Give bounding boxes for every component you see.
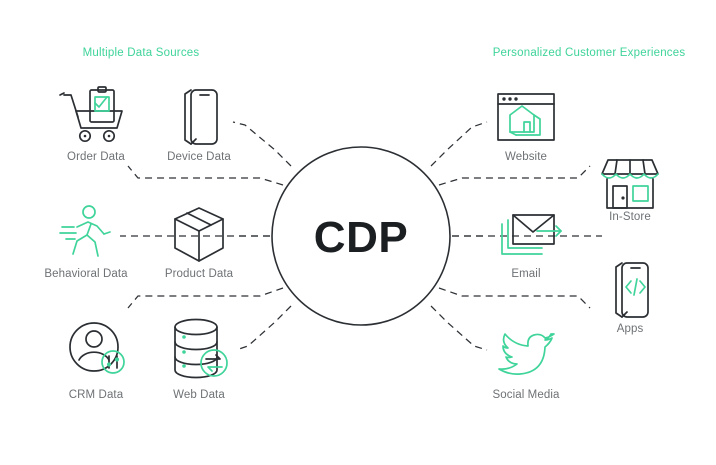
node-apps[interactable]: Apps	[615, 262, 649, 335]
node-crm-data[interactable]: CRM Data	[69, 322, 125, 401]
node-label-web-data: Web Data	[173, 389, 225, 401]
connector-website	[438, 165, 591, 186]
connector-apps	[438, 287, 591, 309]
node-email[interactable]: Email	[501, 214, 562, 280]
node-web-data[interactable]: Web Data	[173, 318, 228, 402]
connector-web-data	[235, 305, 292, 351]
node-label-apps: Apps	[617, 323, 644, 335]
node-in-store[interactable]: In-Store	[601, 159, 659, 223]
header-left: Multiple Data Sources	[83, 47, 200, 59]
connector-website-upper	[430, 121, 488, 167]
mobile-device-icon	[184, 89, 218, 145]
node-label-behavioral-data: Behavioral Data	[44, 268, 128, 280]
cdp-circle	[271, 146, 451, 326]
connector-device-data	[232, 121, 292, 167]
node-order-data[interactable]: Order Data	[59, 86, 125, 163]
storefront-icon	[601, 159, 659, 209]
node-label-website: Website	[505, 151, 547, 163]
node-behavioral-data[interactable]: Behavioral Data	[44, 205, 128, 280]
connector-order-data	[127, 165, 284, 186]
node-website[interactable]: Website	[497, 93, 555, 163]
mobile-app-code-icon	[615, 262, 649, 318]
connector-lines	[120, 121, 602, 351]
node-label-social-media: Social Media	[492, 389, 560, 401]
node-social-media[interactable]: Social Media	[492, 333, 560, 401]
connector-social-media	[430, 305, 488, 351]
twitter-bird-icon	[498, 333, 555, 375]
database-sync-icon	[174, 318, 228, 379]
running-person-icon	[59, 205, 111, 257]
node-device-data[interactable]: Device Data	[167, 89, 231, 163]
node-label-order-data: Order Data	[67, 151, 125, 163]
node-label-in-store: In-Store	[609, 211, 651, 223]
node-label-device-data: Device Data	[167, 151, 231, 163]
header-right: Personalized Customer Experiences	[493, 47, 686, 59]
node-label-crm-data: CRM Data	[69, 389, 124, 401]
shopping-cart-clipboard-icon	[59, 86, 123, 143]
user-profile-settings-icon	[69, 322, 125, 374]
cdp-label: CDP	[314, 213, 408, 262]
browser-window-home-icon	[497, 93, 555, 141]
box-package-icon	[174, 207, 224, 262]
connector-crm-data	[127, 287, 284, 309]
node-product-data[interactable]: Product Data	[165, 207, 234, 280]
envelope-send-icon	[501, 214, 562, 255]
node-label-email: Email	[511, 268, 540, 280]
cdp-core: CDP	[271, 146, 451, 326]
node-label-product-data: Product Data	[165, 268, 234, 280]
